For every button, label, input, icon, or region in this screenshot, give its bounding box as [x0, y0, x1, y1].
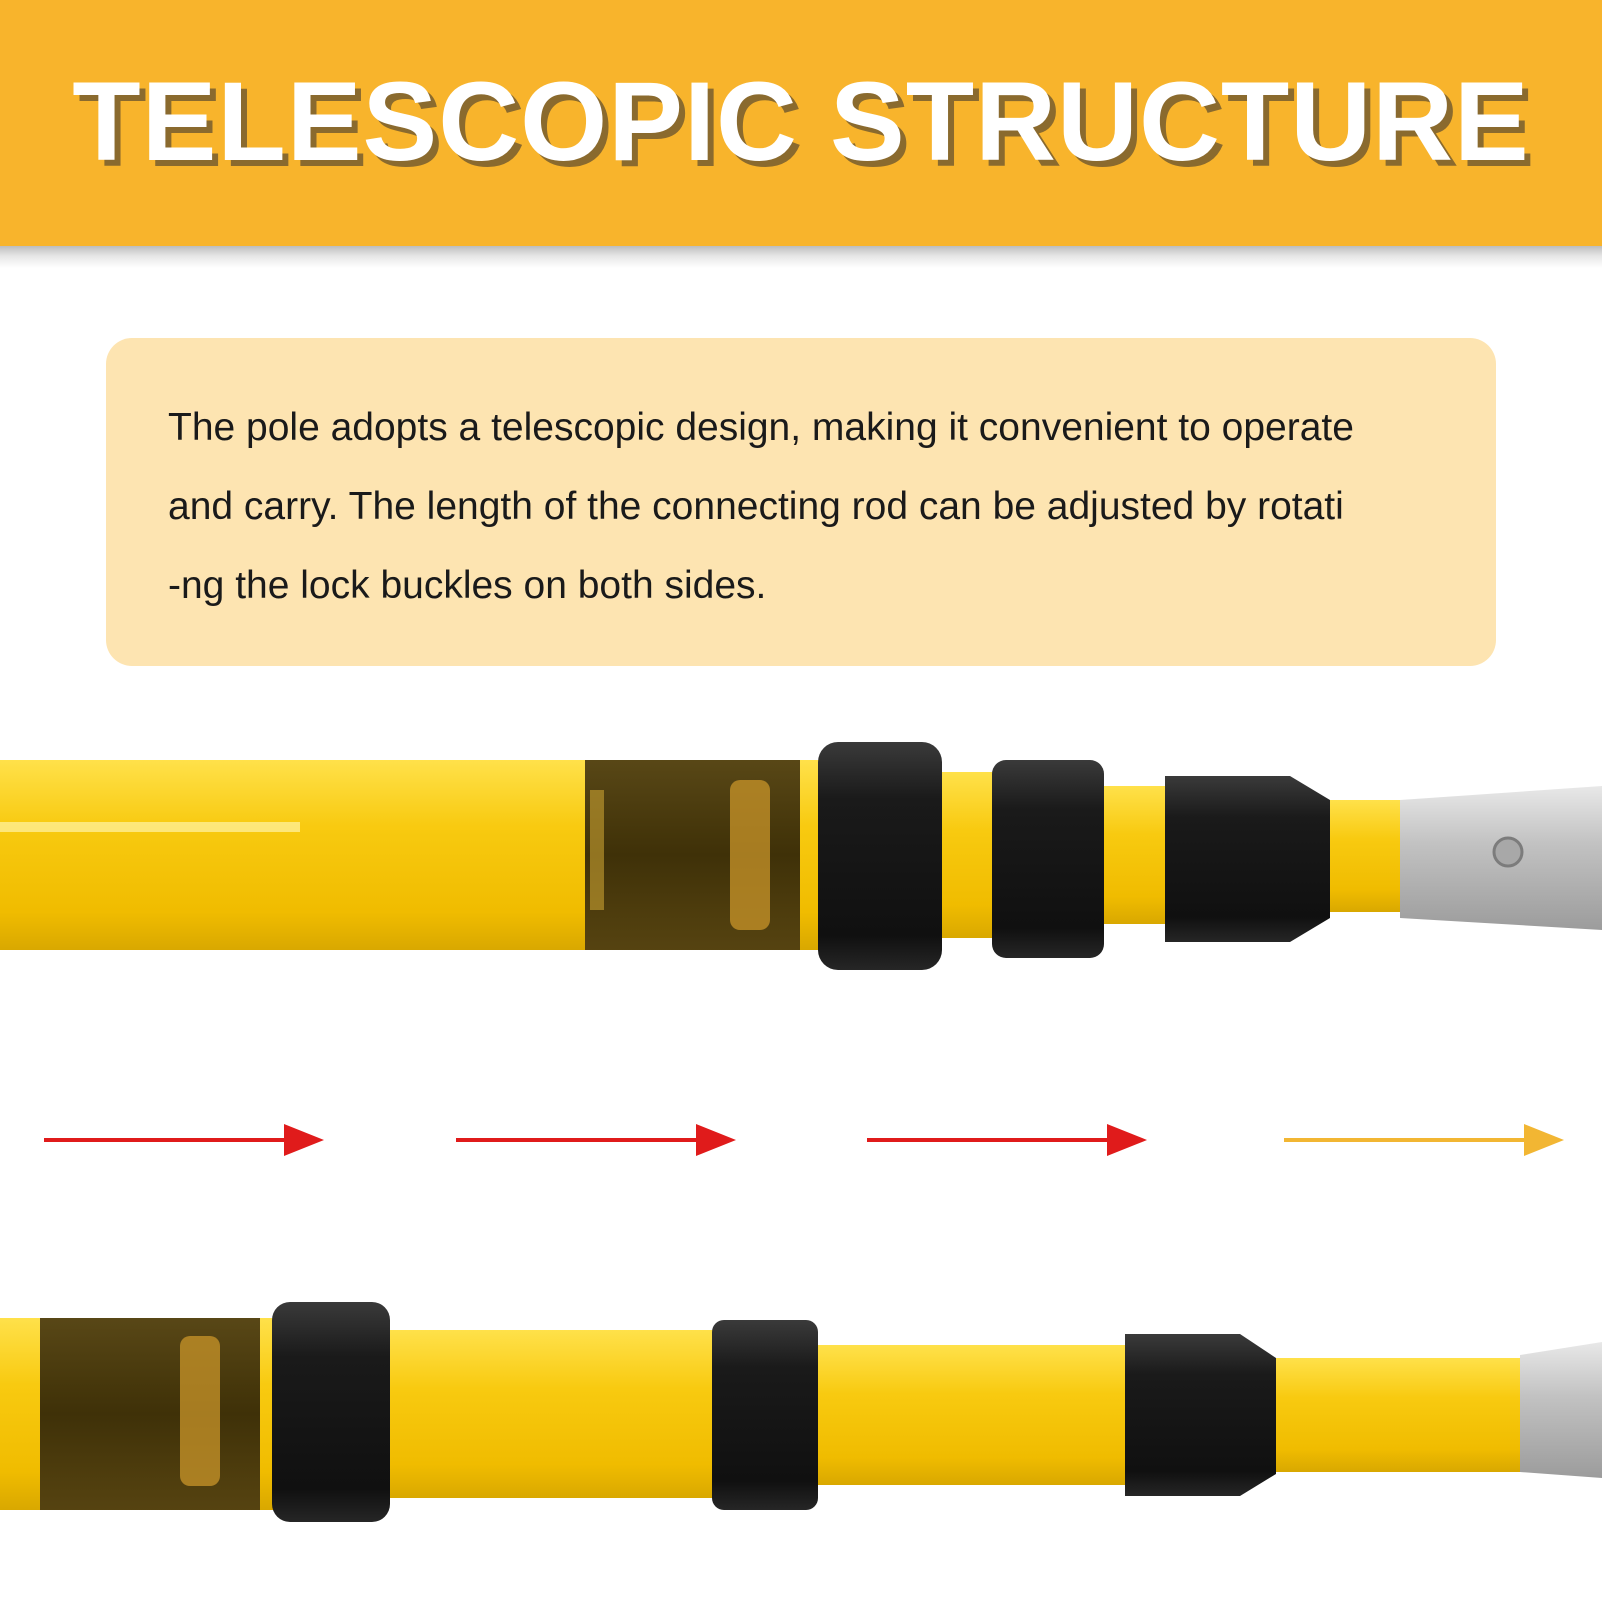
pole-top-highlight	[0, 822, 300, 832]
header-banner: TELESCOPIC STRUCTURE	[0, 0, 1602, 246]
arrow-right-icon	[1284, 1124, 1564, 1156]
arrow-right-icon	[44, 1124, 324, 1156]
pole-top-collar-2	[992, 760, 1104, 958]
pole-bottom-label-emblem	[180, 1336, 220, 1486]
pole-bottom	[0, 1302, 1602, 1522]
pole-top-rivet	[1492, 836, 1524, 868]
arrow-right-icon	[867, 1124, 1147, 1156]
description-box: The pole adopts a telescopic design, mak…	[106, 338, 1496, 666]
pole-bottom-collar-1	[272, 1302, 390, 1522]
description-line-1: The pole adopts a telescopic design, mak…	[168, 406, 1354, 449]
page-title: TELESCOPIC STRUCTURE	[72, 59, 1530, 184]
pole-bottom-collar-2	[712, 1320, 818, 1510]
pole-top	[0, 742, 1602, 970]
pole-bottom-tube-4	[1230, 1358, 1550, 1472]
pole-top-collar-1	[818, 742, 942, 970]
description-line-3: -ng the lock buckles on both sides.	[168, 564, 767, 607]
pole-bottom-tube-3	[800, 1345, 1140, 1485]
pole-top-label-mark	[590, 790, 604, 910]
pole-bottom-tube-2	[380, 1330, 725, 1498]
pole-top-collar-3	[1165, 776, 1330, 942]
arrow-row	[44, 1124, 1564, 1156]
pole-bottom-label-band	[40, 1318, 260, 1510]
description-line-2: and carry. The length of the connecting …	[168, 485, 1344, 528]
arrow-right-icon	[456, 1124, 736, 1156]
pole-bottom-metal-tip	[1520, 1342, 1602, 1478]
banner-shadow	[0, 246, 1602, 268]
pole-bottom-collar-3	[1125, 1334, 1276, 1496]
pole-top-label-emblem	[730, 780, 770, 930]
